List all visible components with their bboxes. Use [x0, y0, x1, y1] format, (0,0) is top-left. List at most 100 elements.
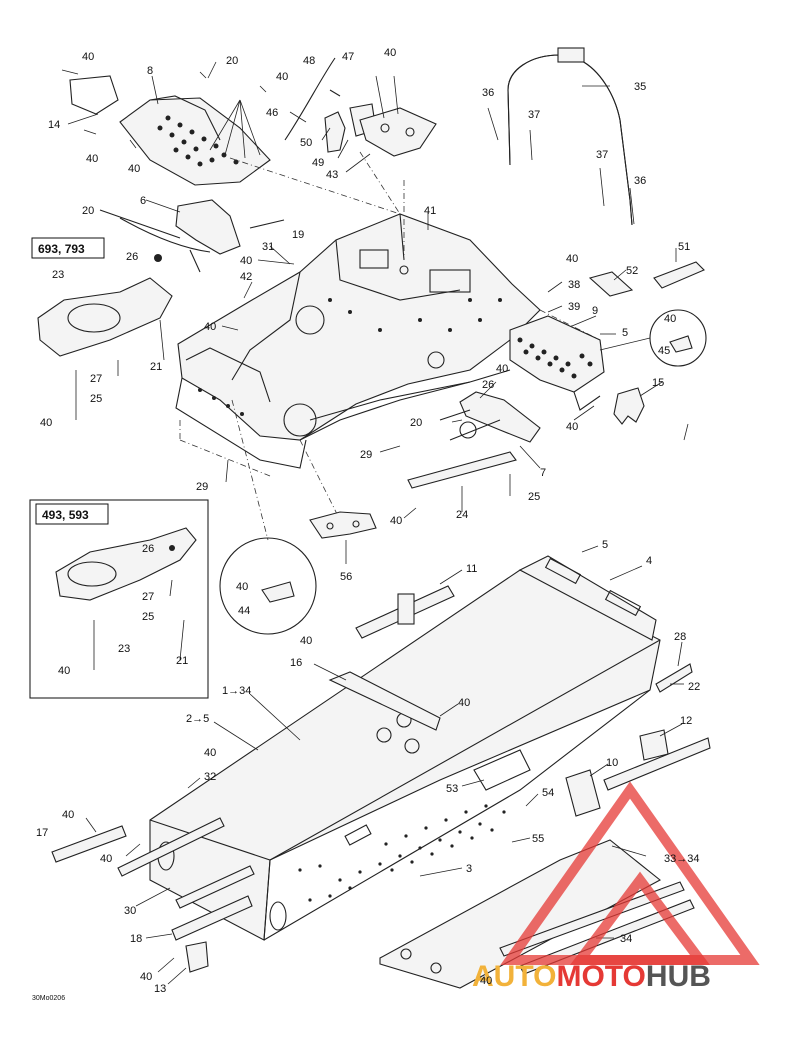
callout-label: 44 [238, 605, 250, 617]
rail-18 [171, 895, 253, 941]
bracket-10 [565, 769, 601, 817]
callout-label: 21 [150, 361, 162, 373]
callout-label: 6 [140, 195, 146, 207]
callout-label: 53 [446, 783, 458, 795]
leader-lines [67, 61, 689, 985]
bracket-13 [185, 941, 209, 973]
main-frame [175, 213, 541, 469]
callout-label: 42 [240, 271, 252, 283]
callout-label: 40 [62, 809, 74, 821]
variant-label-inset: 493, 593 [42, 508, 89, 522]
callout-label: 40 [40, 417, 52, 429]
callout-label: 20 [226, 55, 238, 67]
callout-label: 40 [240, 255, 252, 267]
rear-bumper-4 [518, 555, 657, 641]
crossbar-11 [355, 585, 455, 639]
callout-label: 37 [596, 149, 608, 161]
callout-label: 11 [466, 563, 477, 575]
callout-label: 28 [674, 631, 686, 643]
callout-label: 40 [480, 975, 492, 987]
callout-label: 47 [342, 51, 354, 63]
callout-label: 20 [82, 205, 94, 217]
pad-51 [653, 261, 705, 289]
callout-label: 40 [236, 581, 248, 593]
callout-label: 40 [82, 51, 94, 63]
callout-label: 40 [86, 153, 98, 165]
callout-label: 25 [90, 393, 102, 405]
callout-label: 25 [142, 611, 154, 623]
callout-label: 36 [482, 87, 494, 99]
callout-label: 51 [678, 241, 690, 253]
callout-label: 40 [100, 853, 112, 865]
callout-label: 17 [36, 827, 48, 839]
callout-label: 37 [528, 109, 540, 121]
callout-label: 26 [482, 379, 494, 391]
brake-cable [284, 57, 341, 141]
variant-label-top: 693, 793 [38, 242, 85, 256]
callout-label: 3 [466, 863, 472, 875]
callout-label: 21 [176, 655, 188, 667]
callout-label: 5 [622, 327, 628, 339]
callout-label: 43 [326, 169, 338, 181]
rails-30 [117, 817, 255, 909]
callout-label: 26 [126, 251, 138, 263]
callout-label: 30 [124, 905, 136, 917]
callout-label: 40 [496, 363, 508, 375]
callout-label: 41 [424, 205, 436, 217]
callout-label: 40 [384, 47, 396, 59]
bracket-52 [588, 271, 634, 297]
detail-circle-44 [219, 537, 317, 635]
callout-label: 40 [204, 747, 216, 759]
rear-grab-handle [487, 47, 635, 226]
callout-label: 45 [658, 345, 670, 357]
callout-label: 20 [410, 417, 422, 429]
callout-label: 40 [566, 253, 578, 265]
callout-label: 10 [606, 757, 618, 769]
callout-label: 27 [142, 591, 154, 603]
callout-label: 40 [566, 421, 578, 433]
callout-label: 25 [528, 491, 540, 503]
running-board-3 [379, 839, 661, 989]
callout-label: 29 [360, 449, 372, 461]
callout-label: 40 [300, 635, 312, 647]
footrest-bracket-left [69, 75, 271, 186]
callout-label: 40 [458, 697, 470, 709]
steering-support-bracket [359, 75, 437, 157]
rail-17 [51, 825, 127, 863]
callout-label: 33→34 [664, 853, 699, 865]
callout-label: 15 [652, 377, 664, 389]
callout-label: 23 [52, 269, 64, 281]
callout-label: 36 [634, 175, 646, 187]
callout-label: 55 [532, 833, 544, 845]
detail-circle-45 [599, 309, 707, 367]
bracket-56 [309, 511, 377, 564]
callout-label: 40 [128, 163, 140, 175]
footrest-support-6 [99, 199, 285, 273]
document-code: 30Mo0206 [32, 995, 65, 1002]
callout-label: 5 [602, 539, 608, 551]
callout-label: 52 [626, 265, 638, 277]
callout-label: 4 [646, 555, 652, 567]
callout-label: 2→5 [186, 713, 209, 725]
callout-label: 54 [542, 787, 554, 799]
callout-label: 56 [340, 571, 352, 583]
watermark-hub: HUB [646, 960, 711, 993]
callout-label: 7 [540, 467, 546, 479]
slide-28 [655, 663, 693, 693]
callout-label: 39 [568, 301, 580, 313]
callout-label: 12 [680, 715, 692, 727]
variant-inset [29, 499, 209, 699]
watermark: AUTOMOTOHUB [472, 781, 760, 993]
callout-label: 48 [303, 55, 315, 67]
footrest-bracket-right [509, 315, 605, 411]
rivets-top-left [61, 69, 267, 159]
callout-label: 14 [48, 119, 60, 131]
callout-label: 1→34 [222, 685, 251, 697]
footrest-support-7 [439, 391, 541, 443]
callout-label: 46 [266, 107, 278, 119]
callout-label: 8 [147, 65, 153, 77]
callout-label: 40 [58, 665, 70, 677]
tunnel-chassis [149, 569, 661, 941]
